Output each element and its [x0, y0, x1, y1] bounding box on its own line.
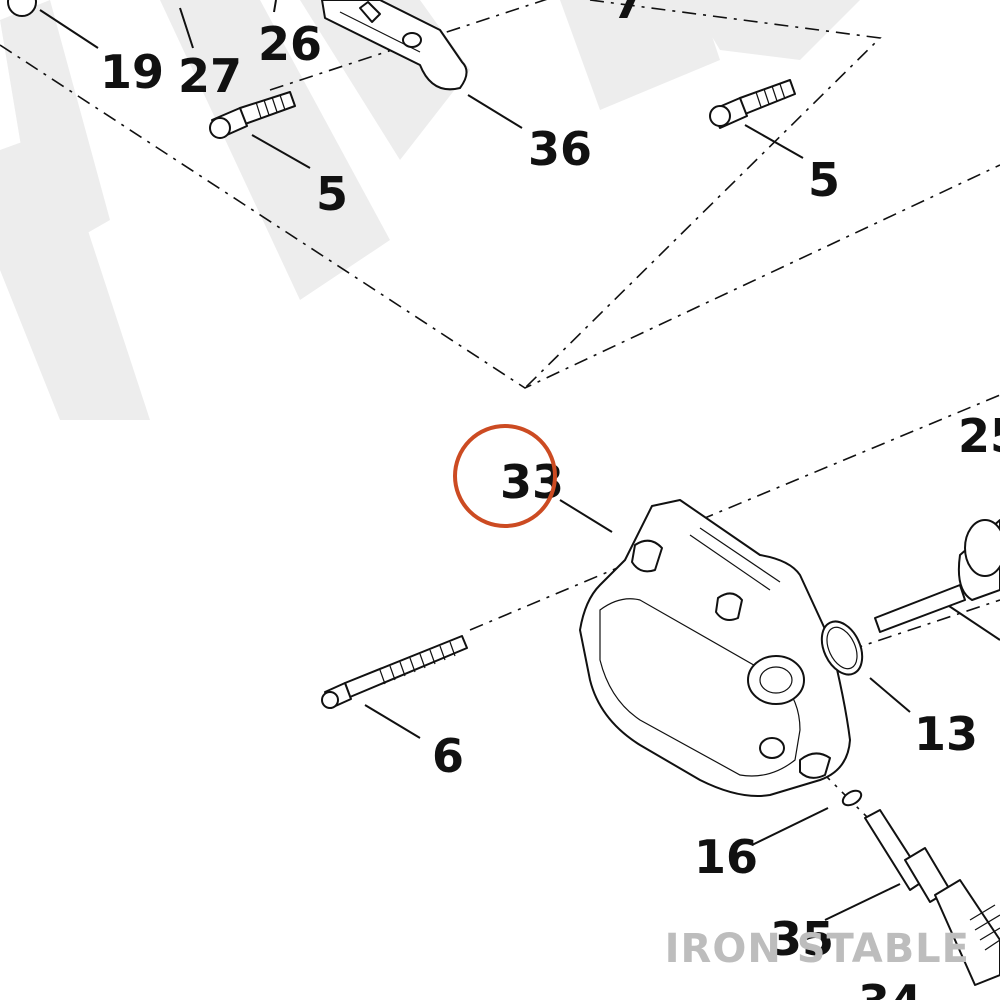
o-ring-outer — [820, 620, 864, 676]
leader-26 — [273, 0, 277, 13]
part-13-o-ring — [820, 620, 864, 676]
side-cover-inner-panel — [599, 598, 801, 777]
o-ring-inner — [826, 626, 858, 670]
callout-6: 6 — [432, 729, 464, 783]
bolt-5-right-shank — [739, 79, 796, 115]
shaft-25-cap — [964, 519, 1000, 577]
bolt-5-right-threads — [755, 83, 786, 108]
centerline-bolt-6 — [469, 549, 661, 631]
leader-5-right — [744, 124, 804, 159]
small-seal-ring — [841, 789, 863, 807]
centerline-upper-right — [524, 0, 882, 389]
shaft-25-rod — [874, 584, 966, 633]
part-36-bracket — [321, 0, 468, 91]
part-19-fitting — [7, 0, 37, 17]
callout-7: 7 — [612, 0, 644, 29]
callout-34: 34 — [858, 975, 922, 1000]
watermark-stroke-2 — [160, 0, 390, 300]
callout-36: 36 — [528, 122, 592, 176]
callout-13: 13 — [914, 707, 978, 761]
watermark-stroke-5 — [690, 0, 860, 60]
leader-5-left — [251, 134, 311, 169]
side-cover-rib-2 — [699, 527, 781, 583]
callout-27: 27 — [178, 49, 242, 103]
bolt-6-threads — [379, 641, 456, 685]
side-cover-bolt-boss-bottom — [799, 752, 831, 779]
leader-13 — [869, 677, 911, 713]
part-5-bolt-right — [709, 79, 796, 129]
part-35-sensor — [864, 809, 1000, 986]
part-36-bracket-tab — [359, 1, 381, 23]
watermark-stroke-6 — [0, 0, 110, 260]
part-16-small-seal — [841, 789, 863, 807]
leader-lines — [39, 0, 1000, 921]
part-36-bracket-hole — [402, 32, 422, 48]
leader-19 — [39, 9, 99, 49]
side-cover-bolt-boss-top — [631, 539, 663, 573]
bolt-6-shank — [344, 635, 468, 698]
leader-27 — [179, 7, 194, 49]
bolt-6-face — [321, 691, 339, 709]
side-cover-plug-port-inner — [759, 666, 793, 694]
callout-16: 16 — [694, 830, 758, 884]
side-cover-plug-port — [747, 655, 805, 705]
leader-6 — [364, 704, 421, 739]
side-cover-rib-1 — [689, 534, 771, 591]
leader-35 — [824, 883, 901, 921]
sensor-35-threads — [969, 904, 1000, 951]
part-33-side-cover — [579, 499, 851, 797]
callout-5-left: 5 — [316, 167, 348, 221]
sensor-35-connector — [934, 879, 1000, 986]
leader-36 — [467, 94, 523, 129]
bolt-5-left-threads — [255, 94, 286, 119]
highlight-ring — [453, 424, 557, 528]
part-36-bracket-body — [321, 0, 468, 91]
leader-16 — [751, 807, 829, 846]
centerline-upper-frame — [0, 44, 1000, 389]
callout-26: 26 — [258, 17, 322, 71]
centerlines — [0, 0, 1000, 831]
bolt-5-right-face — [709, 105, 731, 127]
part-5-bolt-left — [209, 91, 296, 139]
centerline-bolt-6-ext — [699, 394, 1000, 521]
leader-33 — [559, 499, 613, 533]
callout-35: 35 — [770, 912, 834, 966]
brand-watermark: IRON STABLE — [664, 926, 970, 972]
callout-25: 25 — [958, 409, 1000, 463]
part-19-body — [7, 0, 37, 17]
watermark-stroke-4 — [560, 0, 720, 110]
side-cover-outline — [579, 499, 851, 797]
callout-19: 19 — [100, 45, 164, 99]
side-cover-small-port — [759, 737, 785, 759]
centerline-bolt-5-left — [269, 0, 548, 91]
bolt-5-left-face — [209, 117, 231, 139]
part-6-long-bolt — [321, 635, 468, 709]
callout-5-right: 5 — [808, 153, 840, 207]
side-cover-bolt-boss-mid — [715, 592, 743, 621]
part-25-shaft — [874, 519, 1000, 633]
callout-labels: 19 27 26 7 36 5 5 25 33 6 13 16 35 34 — [100, 0, 1000, 1000]
